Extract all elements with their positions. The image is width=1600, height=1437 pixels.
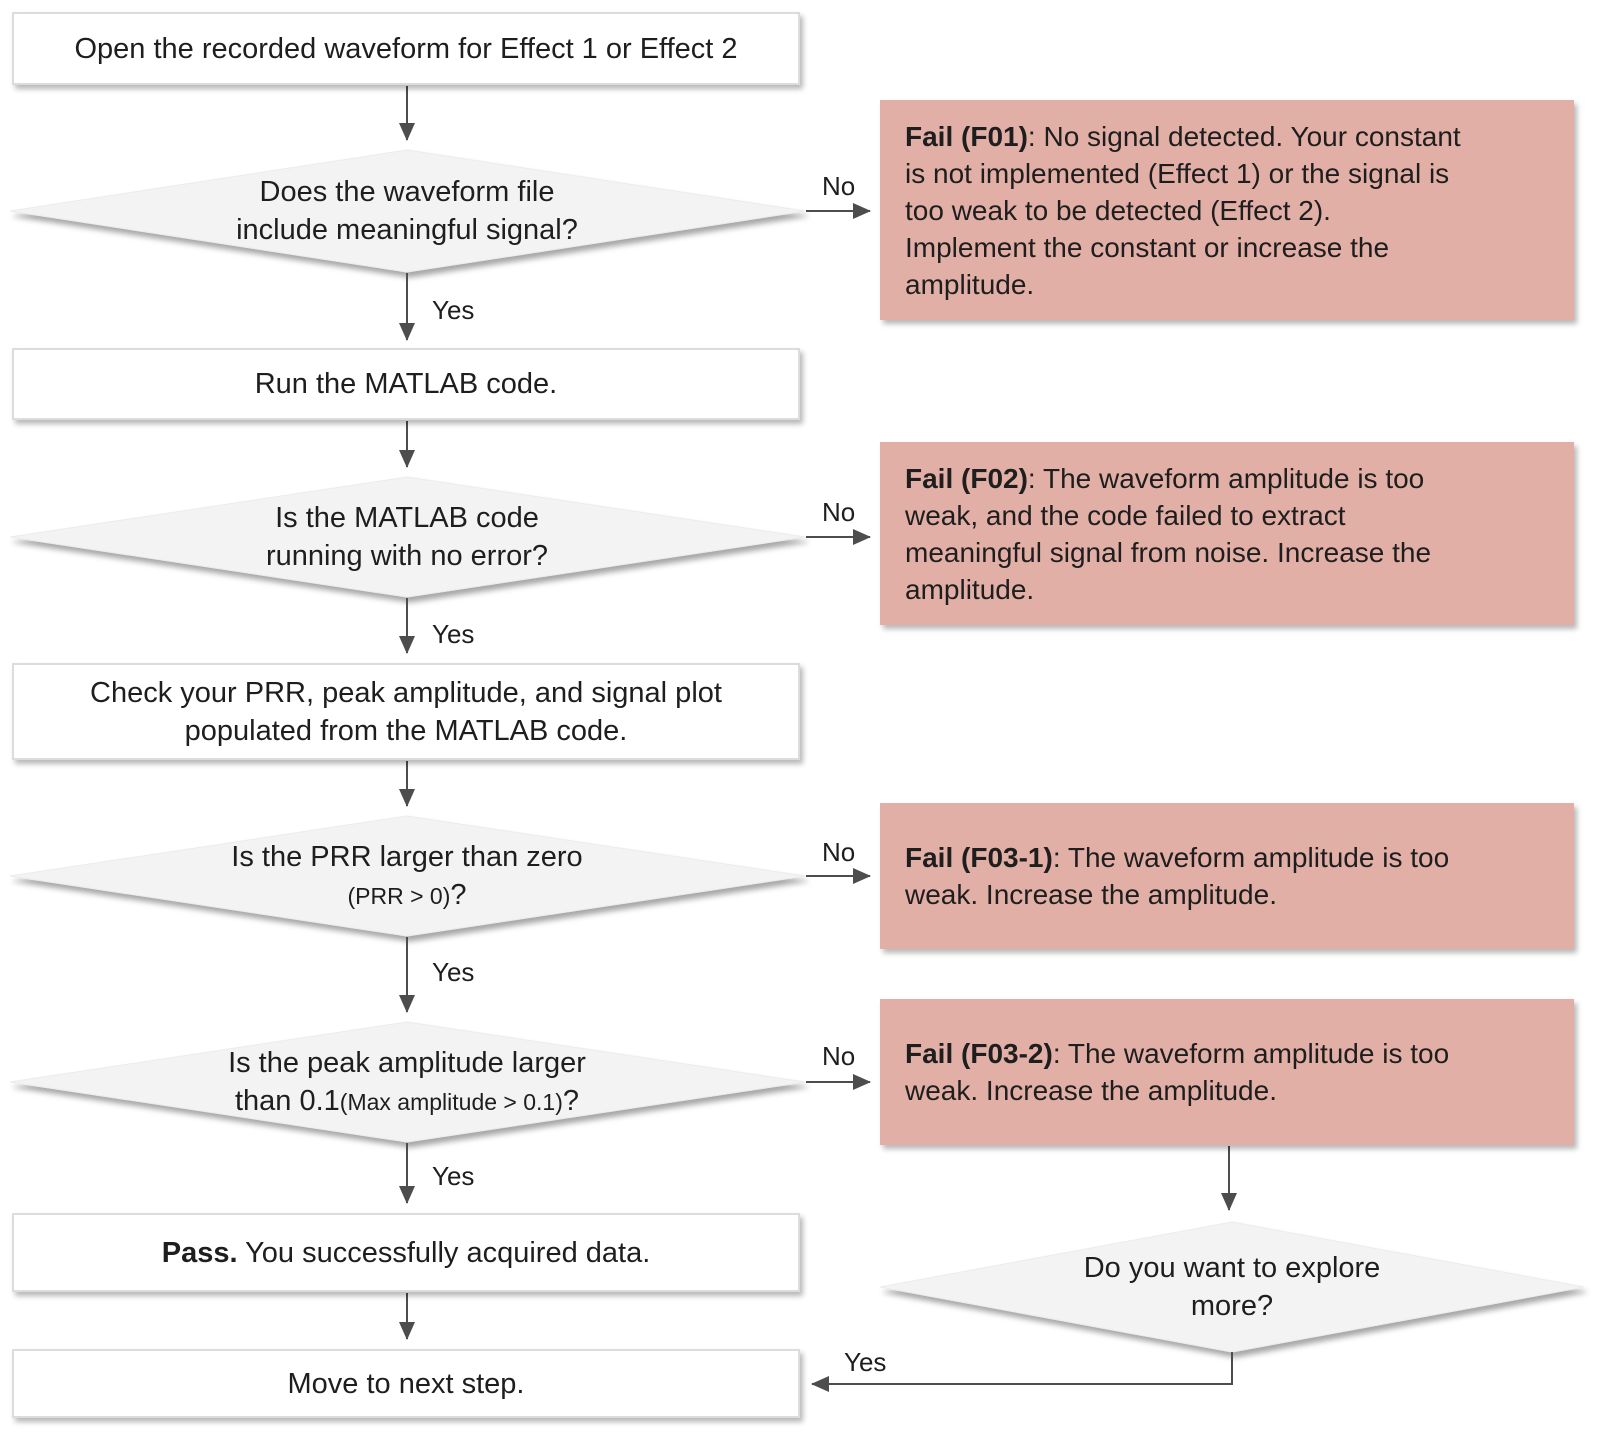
node-check-outputs-line2: populated from the MATLAB code.	[184, 714, 628, 747]
f03-1-label: Fail (F03-1)	[905, 842, 1053, 873]
decision-no-error-shape	[9, 476, 806, 598]
f02-line4: amplitude.	[905, 573, 1035, 605]
f01-label: Fail (F01)	[905, 120, 1028, 152]
fail-f03-1-box: Fail (F03-1): The waveform amplitude is …	[880, 803, 1574, 949]
f03-1-line1-rest: : The waveform amplitude is too	[1052, 842, 1450, 873]
f03-2-label: Fail (F03-2)	[905, 1038, 1053, 1069]
fail-f03-2-box: Fail (F03-2): The waveform amplitude is …	[880, 999, 1574, 1145]
decision-peak-amplitude-shape	[9, 1021, 806, 1143]
edge-label-yes-d1: Yes	[432, 295, 475, 325]
edge-label-yes-d4: Yes	[432, 1161, 475, 1191]
node-run-matlab-label: Run the MATLAB code.	[254, 368, 558, 400]
f01-line1-rest: : No signal detected. Your constant	[1027, 120, 1461, 152]
f02-line3: meaningful signal from noise. Increase t…	[905, 536, 1432, 568]
node-move-next-step: Move to next step.	[12, 1349, 800, 1418]
edge-label-no-d3: No	[822, 837, 856, 867]
fail-f02-box: Fail (F02): The waveform amplitude is to…	[880, 442, 1574, 625]
f02-line1: Fail (F02): The waveform amplitude is to…	[905, 460, 1549, 497]
decision-explore-more-shape	[879, 1221, 1585, 1353]
edge-label-yes-d5: Yes	[844, 1347, 887, 1377]
node-move-next-step-label: Move to next step.	[287, 1367, 525, 1400]
node-start: Open the recorded waveform for Effect 1 …	[12, 12, 800, 85]
decision-prr-positive-shape	[9, 815, 806, 937]
f02-label: Fail (F02)	[905, 462, 1028, 494]
edge-label-no-d4: No	[822, 1041, 856, 1071]
f01-line2: is not implemented (Effect 1) or the sig…	[905, 157, 1450, 189]
node-pass: Pass. You successfully acquired data.	[12, 1213, 800, 1292]
node-check-outputs-line1: Check your PRR, peak amplitude, and sign…	[90, 676, 722, 709]
arrow-d5-yes-to-move	[811, 1352, 1233, 1392]
node-run-matlab: Run the MATLAB code.	[12, 348, 800, 420]
f03-2-line1: Fail (F03-2): The waveform amplitude is …	[905, 1035, 1549, 1072]
f02-line1-rest: : The waveform amplitude is too	[1027, 462, 1425, 494]
fail-f01-box: Fail (F01): No signal detected. Your con…	[880, 100, 1574, 320]
node-check-outputs: Check your PRR, peak amplitude, and sign…	[12, 663, 800, 760]
decision-meaningful-signal-shape	[9, 149, 806, 273]
f03-1-line1: Fail (F03-1): The waveform amplitude is …	[905, 839, 1549, 876]
edge-label-no-d1: No	[822, 171, 856, 201]
node-pass-label: Pass. You successfully acquired data.	[162, 1234, 651, 1272]
f01-line1: Fail (F01): No signal detected. Your con…	[905, 118, 1549, 155]
f02-line2: weak, and the code failed to extract	[905, 499, 1346, 531]
node-start-label: Open the recorded waveform for Effect 1 …	[74, 32, 738, 65]
f01-line3: too weak to be detected (Effect 2).	[905, 194, 1331, 226]
pass-text: You successfully acquired data.	[245, 1236, 651, 1269]
edge-label-no-d2: No	[822, 497, 856, 527]
pass-bold-label: Pass.	[161, 1236, 238, 1269]
f03-2-line2: weak. Increase the amplitude.	[905, 1075, 1277, 1106]
edge-label-yes-d3: Yes	[432, 957, 475, 987]
edge-label-yes-d2: Yes	[432, 619, 475, 649]
f01-line4: Implement the constant or increase the	[905, 231, 1390, 263]
f03-2-line1-rest: : The waveform amplitude is too	[1052, 1038, 1450, 1069]
f01-line5: amplitude.	[905, 268, 1035, 300]
f03-1-line2: weak. Increase the amplitude.	[905, 879, 1277, 910]
